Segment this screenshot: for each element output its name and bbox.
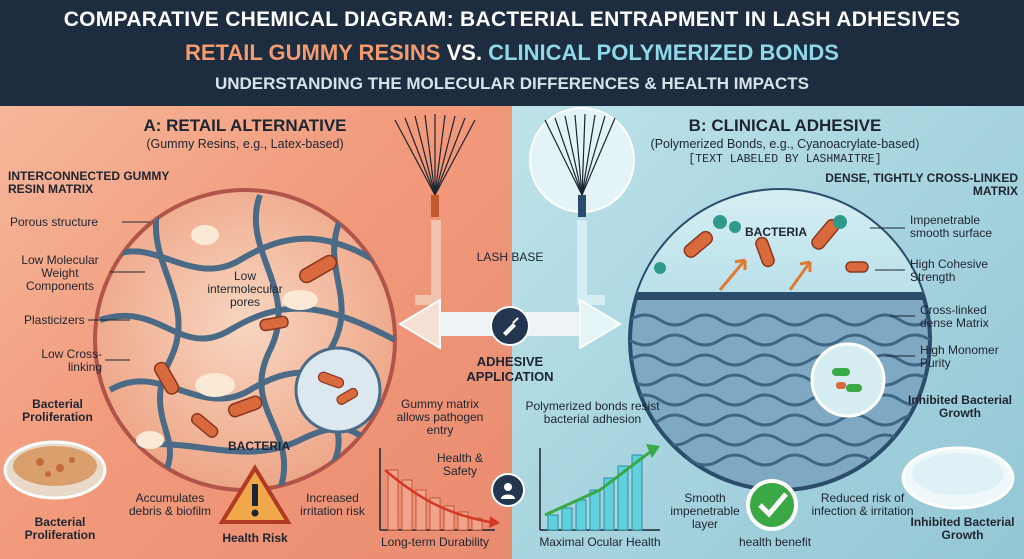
label-adhesive-app: ADHESIVE APPLICATION [466,354,554,384]
lash-icon-right [529,107,635,217]
petri-dish-right [901,446,1015,510]
panel-b-subtitle-credit: [TEXT LABELED BY LASHMAITRE] [688,153,882,166]
check-badge-icon [746,479,798,531]
dense-matrix-label: DENSE, TIGHTLY CROSS-LINKED MATRIX [825,171,1018,198]
gummy-matrix-circle [93,188,397,492]
label-purity: High Monomer Purity [920,343,999,370]
label-pathogen: Gummy matrix allows pathogen entry [396,397,484,437]
page-tagline: UNDERSTANDING THE MOLECULAR DIFFERENCES … [214,74,810,93]
applicator-icon [490,306,530,346]
panel-b-subtitle-main: (Polymerized Bonds, e.g., Cyanoacrylate-… [650,137,920,151]
label-irritation: Increased irritation risk [300,491,365,518]
page-title: COMPARATIVE CHEMICAL DIAGRAM: BACTERIAL … [63,8,961,31]
header-banner: COMPARATIVE CHEMICAL DIAGRAM: BACTERIAL … [0,0,1024,106]
label-crosslinked: Cross-linked dense Matrix [920,303,989,330]
label-durability: Long-term Durability [380,535,490,549]
lash-icon-left [394,114,476,217]
label-cohesive: High Cohesive Strength [910,257,989,284]
label-debris: Accumulates debris & biofilm [128,491,212,518]
label-resist: Polymerized bonds resist bacterial adhes… [525,399,660,426]
subtitle-vs: VS. [440,40,489,65]
gummy-matrix-label: INTERCONNECTED GUMMY RESIN MATRIX [8,169,170,196]
label-prolif-bottom: Bacterial Proliferation [24,515,96,542]
label-impenetrable: Impenetrable smooth surface [910,213,993,240]
label-low-cross: Low Cross-linking [41,347,102,374]
durability-bar-chart [379,448,500,531]
label-benefit: health benefit [738,535,812,549]
panel-a-subtitle: (Gummy Resins, e.g., Latex-based) [146,137,344,151]
label-smooth: Smooth impenetrable layer [670,491,740,531]
warning-icon [218,464,292,524]
page-subtitle: RETAIL GUMMY RESINS VS. CLINICAL POLYMER… [0,40,1024,66]
bacteria-group-a [153,254,338,438]
label-inhibited-top: Inhibited Bacterial Growth [907,393,1013,420]
label-reduced: Reduced risk of infection & irritation [811,491,914,518]
label-plasticizers: Plasticizers [24,313,85,327]
petri-dish-left [3,440,107,500]
leader-lines-a [88,221,150,361]
label-lash-base: LASH BASE [476,250,544,264]
label-ocular: Maximal Ocular Health [539,535,661,549]
subtitle-clinical: CLINICAL POLYMERIZED BONDS [488,40,839,65]
label-pores: Low intermolecular pores [207,269,283,309]
panel-b-subtitle: (Polymerized Bonds, e.g., Cyanoacrylate-… [640,137,930,167]
label-health-safety: Health & Safety [436,451,484,478]
label-lmw: Low Molecular Weight Components [21,253,99,293]
label-health-risk: Health Risk [222,531,288,545]
label-prolif-top: Bacterial Proliferation [22,397,93,424]
panel-a-title: A: RETAIL ALTERNATIVE [143,116,347,135]
bacteria-group-b [683,218,869,273]
label-bacteria-b: BACTERIA [745,225,807,239]
label-bacteria-a: BACTERIA [228,439,290,453]
ocular-health-bar-chart [539,444,660,531]
label-inhibited-bottom: Inhibited Bacterial Growth [910,515,1015,542]
leader-lines-b [870,227,915,357]
doctor-icon [491,473,525,507]
label-porous: Porous structure [10,215,99,229]
subtitle-retail: RETAIL GUMMY RESINS [185,40,441,65]
panel-b-title: B: CLINICAL ADHESIVE [688,116,882,135]
